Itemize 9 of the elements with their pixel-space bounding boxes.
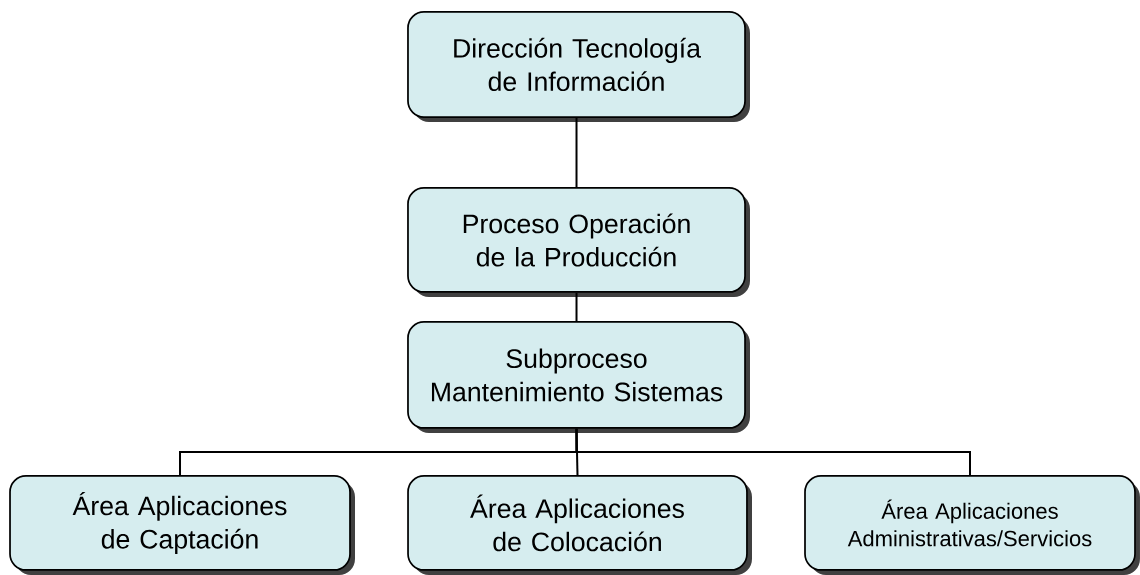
connector-line xyxy=(575,291,578,323)
connector-line xyxy=(575,116,578,189)
org-box: Área Aplicaciones de Captación xyxy=(9,475,355,575)
org-box: Dirección Tecnología de Información xyxy=(407,11,750,122)
org-box: Subproceso Mantenimiento Sistemas xyxy=(407,321,750,433)
org-box: Área Aplicaciones de Colocación xyxy=(407,475,752,575)
connector-line xyxy=(179,427,578,477)
org-box: Área Aplicaciones Administrativas/Servicios xyxy=(804,475,1140,575)
org-box: Proceso Operación de la Producción xyxy=(407,187,750,297)
